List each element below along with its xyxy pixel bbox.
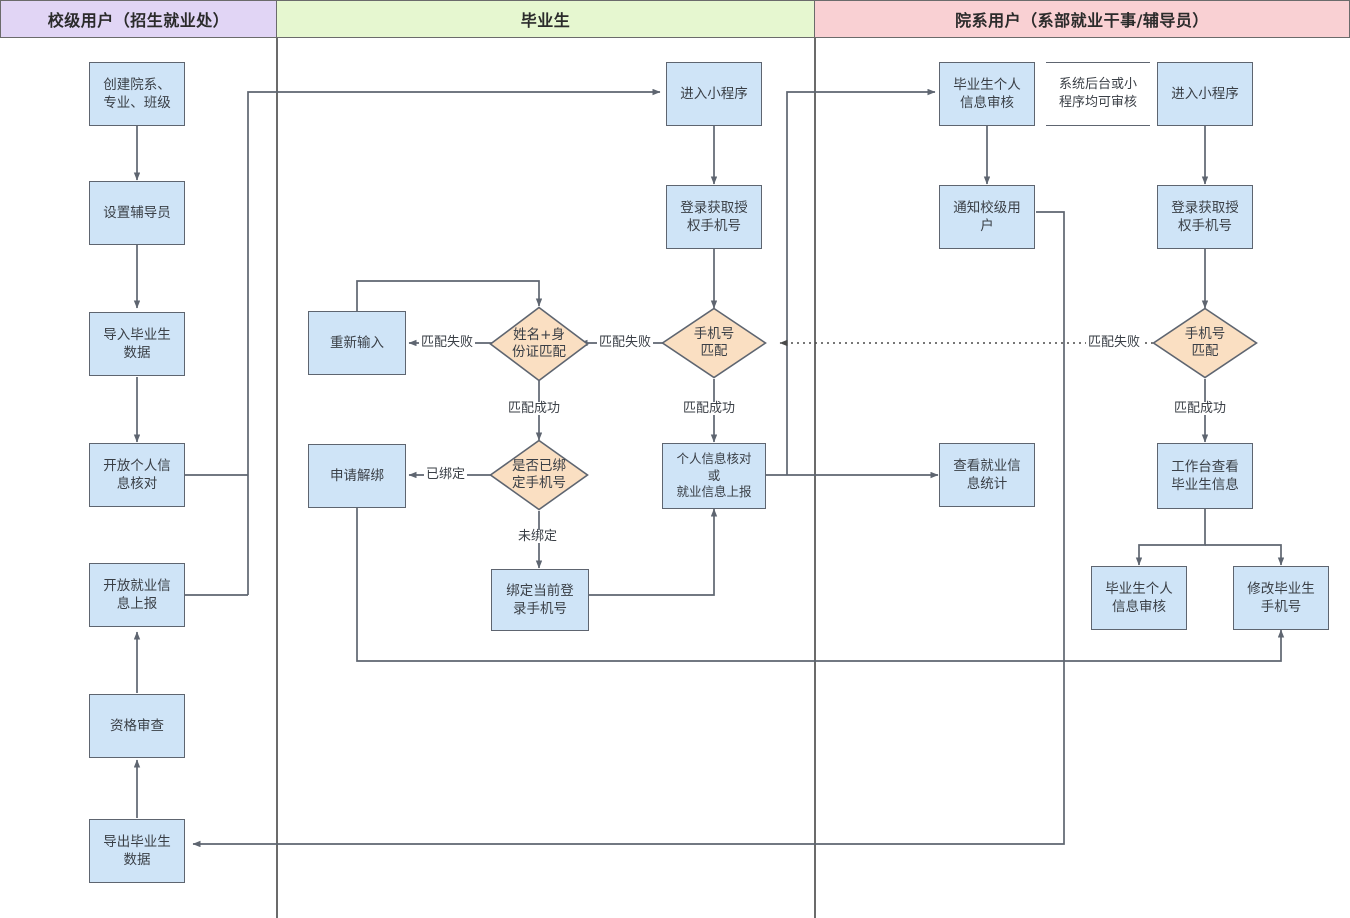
edge-label-phone-match-success-graduate: 匹配成功: [681, 401, 738, 416]
node-enter-miniprogram-graduate-label: 进入小程序: [680, 85, 748, 102]
node-modify-graduate-phone-dept-label: 修改毕业生 手机号: [1247, 580, 1315, 615]
diamond-shape: [1152, 307, 1258, 379]
node-modify-graduate-phone-dept[interactable]: 修改毕业生 手机号: [1233, 566, 1329, 630]
node-enter-miniprogram-dept[interactable]: 进入小程序: [1157, 62, 1253, 126]
node-enter-miniprogram-dept-label: 进入小程序: [1171, 85, 1239, 102]
node-workbench-view-graduates-label: 工作台查看 毕业生信息: [1171, 458, 1239, 493]
edge-label-text: 匹配成功: [683, 401, 736, 416]
lane-header-dept: 院系用户（系部就业干事/辅导员）: [814, 0, 1350, 38]
node-apply-unbind-label: 申请解绑: [330, 467, 384, 484]
node-reinput-label: 重新输入: [330, 334, 384, 351]
lane-header-school: 校级用户（招生就业处）: [0, 0, 277, 38]
lane-header-graduate-label: 毕业生: [520, 11, 571, 30]
edge-label-text: 匹配失败: [1088, 335, 1141, 350]
edge-label-name-match-fail: 匹配失败: [419, 335, 476, 350]
node-view-employment-stats[interactable]: 查看就业信 息统计: [939, 443, 1035, 507]
lane-header-school-label: 校级用户（招生就业处）: [47, 11, 230, 30]
node-login-authorize-phone-dept-label: 登录获取授 权手机号: [1171, 199, 1239, 234]
node-qualification-review[interactable]: 资格审查: [89, 694, 185, 758]
node-reinput[interactable]: 重新输入: [308, 311, 406, 375]
node-graduate-personal-audit-dept[interactable]: 毕业生个人 信息审核: [1091, 566, 1187, 630]
lane-header-dept-label: 院系用户（系部就业干事/辅导员）: [955, 11, 1209, 30]
diamond-shape: [489, 306, 589, 382]
edge-label-not-bound: 未绑定: [516, 529, 560, 544]
decision-is-phone-bound-label: 是否已绑 定手机号: [512, 458, 566, 491]
edge-label-text: 匹配失败: [421, 335, 474, 350]
node-graduate-info-audit-label: 毕业生个人 信息审核: [953, 76, 1021, 111]
node-open-personal-check-label: 开放个人信 息核对: [103, 457, 171, 492]
node-export-graduates[interactable]: 导出毕业生 数据: [89, 819, 185, 883]
lane-divider-1: [276, 38, 278, 918]
decision-is-phone-bound[interactable]: 是否已绑 定手机号: [489, 439, 589, 511]
node-login-authorize-phone-graduate-label: 登录获取授 权手机号: [680, 199, 748, 234]
node-view-employment-stats-label: 查看就业信 息统计: [953, 457, 1021, 492]
edge-label-already-bound: 已绑定: [424, 467, 468, 482]
lane-divider-2: [814, 38, 816, 918]
diamond-shape: [661, 307, 767, 379]
node-open-employment-report-label: 开放就业信 息上报: [103, 577, 171, 612]
edge-label-text: 匹配成功: [1174, 401, 1227, 416]
node-bind-current-phone[interactable]: 绑定当前登 录手机号: [491, 569, 589, 631]
node-graduate-info-audit[interactable]: 毕业生个人 信息审核: [939, 62, 1035, 126]
node-login-authorize-phone-dept[interactable]: 登录获取授 权手机号: [1157, 185, 1253, 249]
node-personal-check-or-employment-report-label: 个人信息核对 或 就业信息上报: [676, 450, 752, 500]
edge-label-text: 未绑定: [518, 529, 558, 544]
node-personal-check-or-employment-report[interactable]: 个人信息核对 或 就业信息上报: [662, 443, 766, 509]
note-audit-channel: 系统后台或小 程序均可审核: [1046, 62, 1150, 126]
node-qualification-review-label: 资格审查: [110, 717, 164, 734]
node-open-employment-report[interactable]: 开放就业信 息上报: [89, 563, 185, 627]
diamond-shape: [489, 439, 589, 511]
node-graduate-personal-audit-dept-label: 毕业生个人 信息审核: [1105, 580, 1173, 615]
node-notify-school-user[interactable]: 通知校级用 户: [939, 185, 1035, 249]
node-create-org[interactable]: 创建院系、 专业、班级: [89, 62, 185, 126]
node-create-org-label: 创建院系、 专业、班级: [103, 76, 171, 111]
edge-label-name-match-success: 匹配成功: [506, 401, 563, 416]
node-import-graduates-label: 导入毕业生 数据: [103, 326, 171, 361]
decision-name-id-match[interactable]: 姓名+身 份证匹配: [489, 306, 589, 382]
edge-label-text: 匹配成功: [508, 401, 561, 416]
node-export-graduates-label: 导出毕业生 数据: [103, 833, 171, 868]
edge-label-phone-match-fail-graduate: 匹配失败: [597, 335, 654, 350]
decision-phone-match-dept-label: 手机号 匹配: [1184, 326, 1226, 359]
node-open-personal-check[interactable]: 开放个人信 息核对: [89, 443, 185, 507]
decision-phone-match-graduate[interactable]: 手机号 匹配: [661, 307, 767, 379]
lane-header-graduate: 毕业生: [276, 0, 815, 38]
node-enter-miniprogram-graduate[interactable]: 进入小程序: [666, 62, 762, 126]
decision-name-id-match-label: 姓名+身 份证匹配: [512, 327, 566, 360]
edge-label-text: 匹配失败: [599, 335, 652, 350]
edge-label-phone-match-success-dept: 匹配成功: [1172, 401, 1229, 416]
node-set-counselor-label: 设置辅导员: [103, 204, 171, 221]
node-workbench-view-graduates[interactable]: 工作台查看 毕业生信息: [1157, 443, 1253, 509]
node-bind-current-phone-label: 绑定当前登 录手机号: [506, 582, 574, 617]
node-set-counselor[interactable]: 设置辅导员: [89, 181, 185, 245]
node-login-authorize-phone-graduate[interactable]: 登录获取授 权手机号: [666, 185, 762, 249]
node-notify-school-user-label: 通知校级用 户: [953, 199, 1021, 234]
node-import-graduates[interactable]: 导入毕业生 数据: [89, 312, 185, 376]
edge-label-phone-match-fail-dept: 匹配失败: [1086, 335, 1143, 350]
decision-phone-match-dept[interactable]: 手机号 匹配: [1152, 307, 1258, 379]
edge-label-text: 已绑定: [426, 467, 466, 482]
decision-phone-match-graduate-label: 手机号 匹配: [693, 326, 735, 359]
node-apply-unbind[interactable]: 申请解绑: [308, 444, 406, 508]
note-audit-channel-label: 系统后台或小 程序均可审核: [1058, 76, 1137, 110]
